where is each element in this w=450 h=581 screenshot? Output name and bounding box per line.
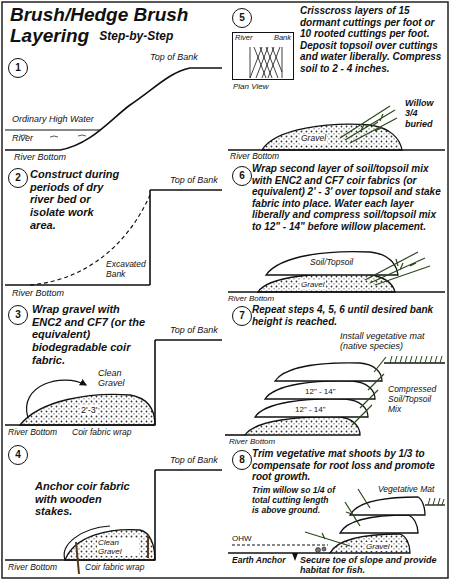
step-number: 5 bbox=[233, 9, 251, 26]
part-label: Install vegetative mat (native species) bbox=[340, 331, 445, 352]
toe-rock bbox=[316, 548, 321, 553]
soil-layer bbox=[266, 252, 398, 275]
part-label: Gravel bbox=[300, 134, 327, 144]
vegetative-mat bbox=[390, 356, 442, 363]
plan-cuttings bbox=[250, 47, 282, 78]
part-label: Earth Anchor bbox=[232, 556, 286, 566]
step-number: 3 bbox=[9, 306, 27, 323]
bank-face bbox=[5, 470, 222, 560]
step-number: 7 bbox=[233, 307, 251, 324]
step-number-circle: 2 bbox=[8, 168, 28, 188]
gravel-wrap bbox=[65, 530, 155, 560]
part-label: 12" - 14" bbox=[295, 405, 326, 414]
part-label: Gravel bbox=[300, 280, 326, 289]
part-label: Willow 3/4 buried bbox=[405, 98, 445, 129]
earth-anchor-symbol bbox=[292, 553, 298, 561]
part-label: 2'-3' bbox=[80, 405, 98, 415]
bank-top bbox=[384, 362, 445, 363]
part-label: Soil/Topsoil bbox=[310, 258, 353, 268]
step-instruction: Anchor coir fabric with wooden stakes. bbox=[35, 480, 140, 518]
part-label: Coir fabric wrap bbox=[72, 428, 132, 438]
step-number-circle: 1 bbox=[8, 58, 28, 78]
part-label: Top of Bank bbox=[170, 325, 218, 335]
plan-label: River bbox=[235, 34, 253, 43]
part-label: River Bottom bbox=[8, 563, 57, 573]
part-label: OHW bbox=[232, 534, 252, 543]
step-number-circle: 3 bbox=[8, 305, 28, 325]
part-label: Excavated Bank bbox=[106, 260, 150, 280]
part-label: Top of Bank bbox=[150, 52, 198, 62]
vegetative-mat bbox=[428, 498, 444, 505]
part-label: Clean Gravel bbox=[98, 368, 150, 389]
part-label: 12" - 14" bbox=[305, 387, 336, 396]
river-bottom-line bbox=[225, 434, 245, 436]
toe-rock bbox=[322, 547, 326, 551]
part-label: Secure toe of slope and provide habitat … bbox=[300, 555, 445, 576]
part-label: Trim willow so 1/4 of total cutting leng… bbox=[252, 486, 337, 515]
step-instruction: Wrap gravel with ENC2 and CF7 (or the eq… bbox=[32, 303, 147, 366]
step-number: 1 bbox=[9, 59, 27, 76]
part-label: Compressed Soil/Topsoil Mix bbox=[388, 385, 444, 414]
bank-profile bbox=[5, 68, 222, 150]
part-label: River Bottom bbox=[14, 152, 66, 162]
river-bottom-line bbox=[228, 552, 330, 554]
step-number-circle: 4 bbox=[8, 445, 28, 465]
plan-label: Bank bbox=[274, 34, 291, 43]
part-label: River Bottom bbox=[228, 294, 274, 303]
soil-layer bbox=[255, 399, 368, 417]
willow-cutting bbox=[352, 357, 386, 425]
part-label: Top of Bank bbox=[170, 175, 218, 185]
part-label: River bbox=[12, 133, 33, 143]
step-number-circle: 6 bbox=[232, 166, 252, 186]
gravel-wrap bbox=[20, 394, 155, 425]
step-number-circle: 8 bbox=[232, 450, 252, 470]
part-label: Ordinary High Water bbox=[12, 114, 94, 124]
wooden-stake bbox=[76, 534, 148, 574]
step-instruction: Repeat steps 4, 5, 6 until desired bank … bbox=[252, 304, 442, 327]
part-label: Step-by-Step bbox=[99, 30, 173, 44]
soil-layer bbox=[340, 515, 418, 533]
step-instruction: Construct during periods of dry river be… bbox=[30, 168, 122, 231]
soil-layer bbox=[275, 363, 382, 381]
step-number: 2 bbox=[9, 169, 27, 186]
step-number-circle: 7 bbox=[232, 306, 252, 326]
part-label: Gravel bbox=[365, 542, 391, 551]
soil-layer bbox=[350, 497, 425, 515]
plan-view-box: RiverBankPlan View bbox=[232, 32, 294, 80]
part-label: River Bottom bbox=[12, 288, 64, 298]
plan-caption: Plan View bbox=[233, 82, 268, 91]
fabric-fold-arrow bbox=[27, 380, 86, 418]
step-number: 6 bbox=[233, 167, 251, 184]
willow-cutting bbox=[340, 106, 397, 143]
step-number: 4 bbox=[9, 446, 27, 463]
step-instruction: Trim vegetative mat shoots by 1/3 to com… bbox=[252, 448, 442, 483]
part-label: River Bottom bbox=[230, 152, 279, 162]
step-number-circle: 5 bbox=[232, 8, 252, 28]
part-label: River Bottom bbox=[229, 437, 275, 446]
part-label: Clean Gravel bbox=[97, 538, 139, 556]
gravel-layer bbox=[258, 274, 395, 292]
water-line bbox=[5, 130, 100, 131]
plan-edges bbox=[250, 47, 282, 78]
willow-cutting bbox=[365, 252, 430, 285]
step-number: 8 bbox=[233, 451, 251, 468]
part-label: Coir fabric wrap bbox=[85, 563, 145, 573]
part-label: River Bottom bbox=[8, 428, 57, 438]
gravel-layer bbox=[245, 417, 360, 435]
part-label: Vegetative Mat bbox=[378, 485, 434, 495]
soil-layer bbox=[265, 381, 375, 399]
ohw-line bbox=[232, 545, 328, 546]
part-label: Top of Bank bbox=[170, 455, 218, 465]
step-instruction: Wrap second layer of soil/topsoil mix wi… bbox=[252, 163, 442, 232]
step-instruction: Crisscross layers of 15 dormant cuttings… bbox=[300, 5, 443, 74]
